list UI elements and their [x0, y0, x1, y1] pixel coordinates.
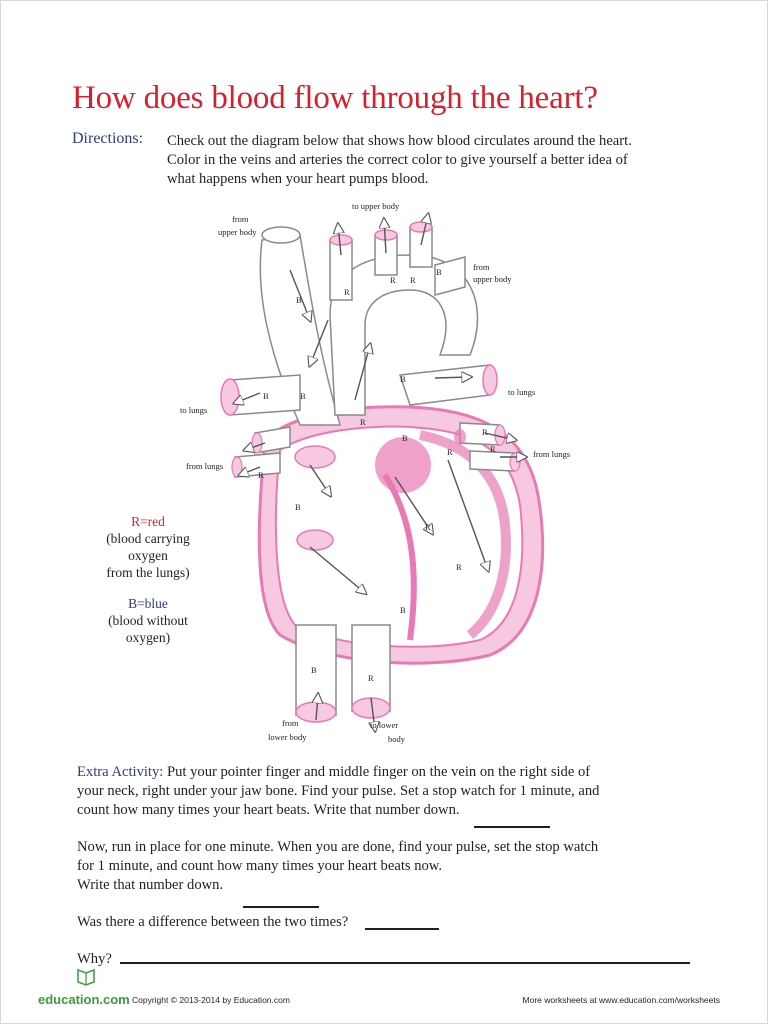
answer-blank-why[interactable] — [120, 962, 690, 964]
directions-label: Directions: — [72, 130, 144, 147]
svg-text:B: B — [296, 295, 302, 305]
legend-blue-desc: (blood without — [108, 613, 188, 628]
svg-text:R: R — [258, 470, 264, 480]
directions-line: what happens when your heart pumps blood… — [167, 171, 429, 187]
svg-text:R: R — [368, 673, 374, 683]
svg-text:upper body: upper body — [218, 227, 257, 237]
label-from-upper-body-right: from — [473, 262, 490, 272]
label-to-lungs-right: to lungs — [508, 387, 535, 397]
svg-text:R: R — [344, 287, 350, 297]
extra-activity: Extra Activity: Put your pointer finger … — [77, 764, 600, 818]
directions-text: Check out the diagram below that shows h… — [167, 132, 667, 189]
why-question: Why? — [77, 951, 112, 967]
heart-inner — [274, 425, 524, 648]
directions-line: Color in the veins and arteries the corr… — [167, 152, 628, 168]
svg-text:B: B — [263, 391, 269, 401]
label-to-lungs-left: to lungs — [180, 405, 207, 415]
aorta — [329, 254, 479, 416]
svg-text:R: R — [425, 522, 431, 532]
label-to-lower-body: to lower — [370, 720, 398, 730]
book-icon — [77, 968, 95, 986]
legend-blue-key: B=blue — [128, 596, 168, 611]
svg-text:upper body: upper body — [473, 274, 512, 284]
extra-activity-label: Extra Activity: — [77, 764, 164, 780]
svg-text:B: B — [311, 665, 317, 675]
svg-text:R: R — [410, 275, 416, 285]
heart-diagram: from upper body to upper body from upper… — [180, 201, 570, 744]
label-from-lungs-right: from lungs — [533, 449, 570, 459]
legend-red-desc: (blood carrying — [106, 531, 190, 546]
directions-line: Check out the diagram below that shows h… — [167, 133, 632, 149]
label-from-lungs-left: from lungs — [186, 461, 223, 471]
education-logo[interactable]: education.com — [38, 992, 130, 1007]
answer-blank-3[interactable] — [365, 928, 439, 930]
footer-more-link[interactable]: More worksheets at www.education.com/wor… — [522, 995, 720, 1005]
label-from-lower-body: from — [282, 718, 299, 728]
label-to-upper-body: to upper body — [352, 201, 400, 211]
svg-text:R: R — [360, 417, 366, 427]
svg-text:lower body: lower body — [268, 732, 307, 742]
run-activity: Now, run in place for one minute. When y… — [77, 839, 599, 893]
page-title: How does blood flow through the heart? — [72, 80, 598, 116]
svg-text:B: B — [400, 605, 406, 615]
legend-red-key: R=red — [131, 514, 165, 529]
svg-text:R: R — [456, 562, 462, 572]
svg-text:B: B — [295, 502, 301, 512]
ventricle-wall-right — [418, 430, 511, 639]
svg-text:B: B — [300, 391, 306, 401]
svg-text:B: B — [436, 267, 442, 277]
svg-text:B: B — [400, 374, 406, 384]
svg-text:R: R — [482, 427, 488, 437]
svg-text:R: R — [447, 447, 453, 457]
superior-vena-cava — [259, 234, 341, 426]
svg-text:body: body — [388, 734, 406, 744]
color-legend: R=red (blood carrying oxygen from the lu… — [92, 513, 204, 646]
svg-text:R: R — [390, 275, 396, 285]
label-from-upper-body-left: from — [232, 214, 249, 224]
answer-blank-1[interactable] — [474, 826, 550, 828]
svg-text:R: R — [490, 444, 496, 454]
footer-copyright: Copyright © 2013-2014 by Education.com — [132, 995, 290, 1005]
answer-blank-2[interactable] — [243, 906, 319, 908]
difference-question: Was there a difference between the two t… — [77, 914, 349, 930]
pulmonary-artery-right — [398, 364, 491, 406]
svg-text:B: B — [402, 433, 408, 443]
